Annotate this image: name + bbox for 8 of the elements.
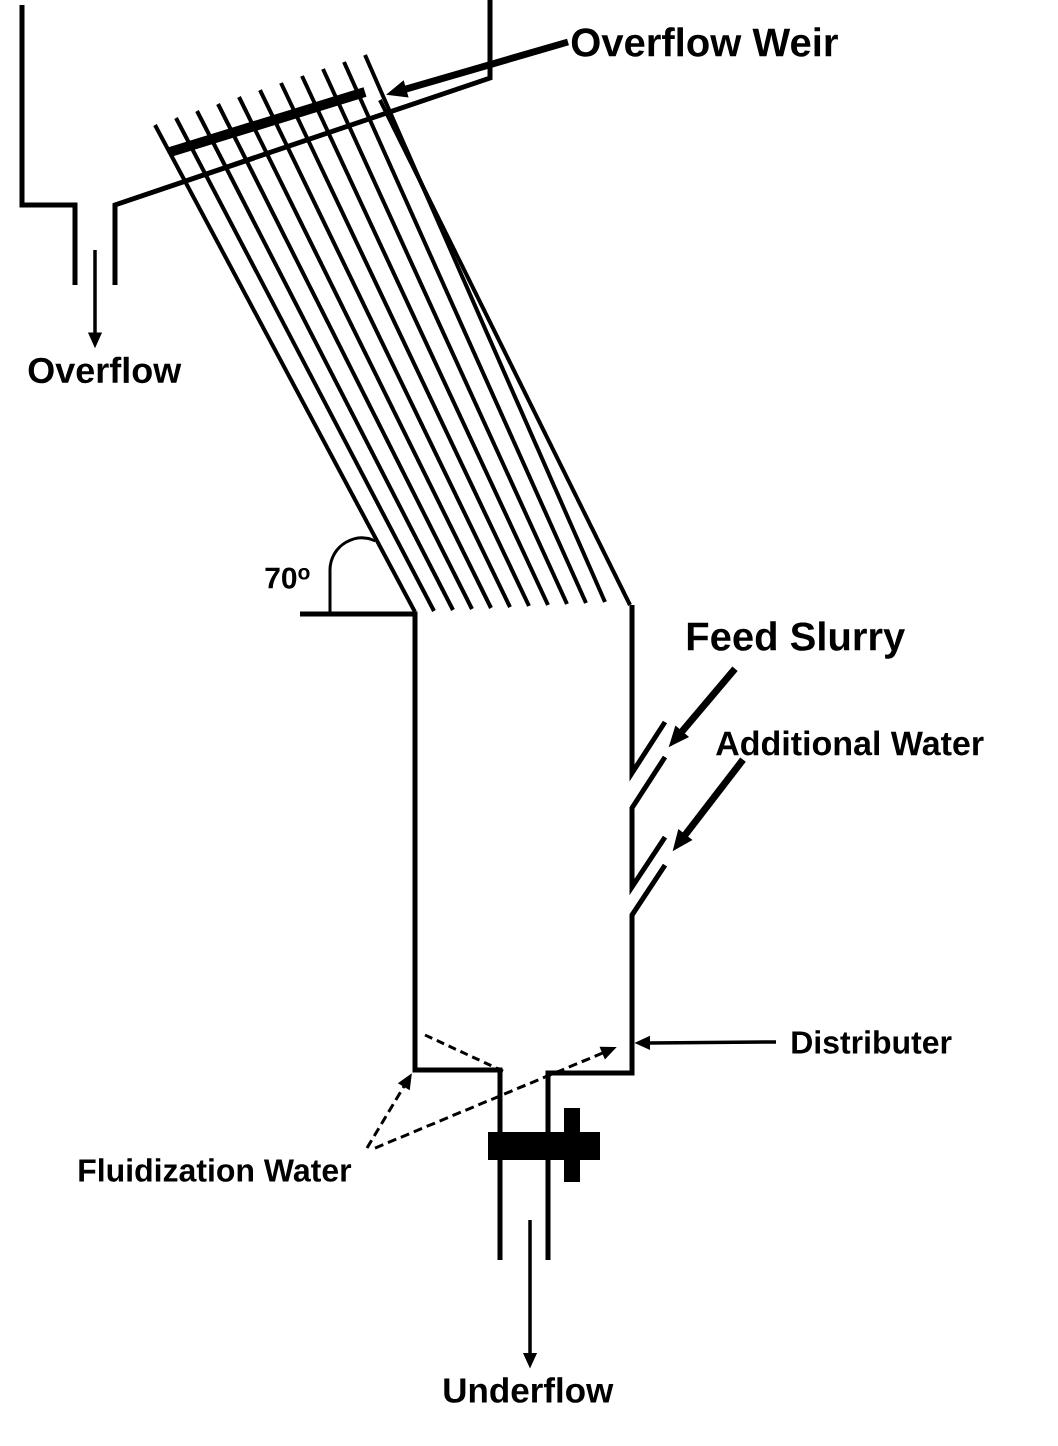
label: 70$^{o}$ — [265, 567, 310, 589]
label: Feed Slurry — [687, 621, 906, 659]
label: Overflow — [28, 356, 182, 384]
label: Distributer — [792, 1030, 952, 1054]
label: Fluidization Water — [79, 1158, 352, 1182]
label: Underflow — [444, 1377, 614, 1403]
label: Additional Water — [716, 730, 984, 756]
label: Overflow Weir — [571, 27, 838, 57]
